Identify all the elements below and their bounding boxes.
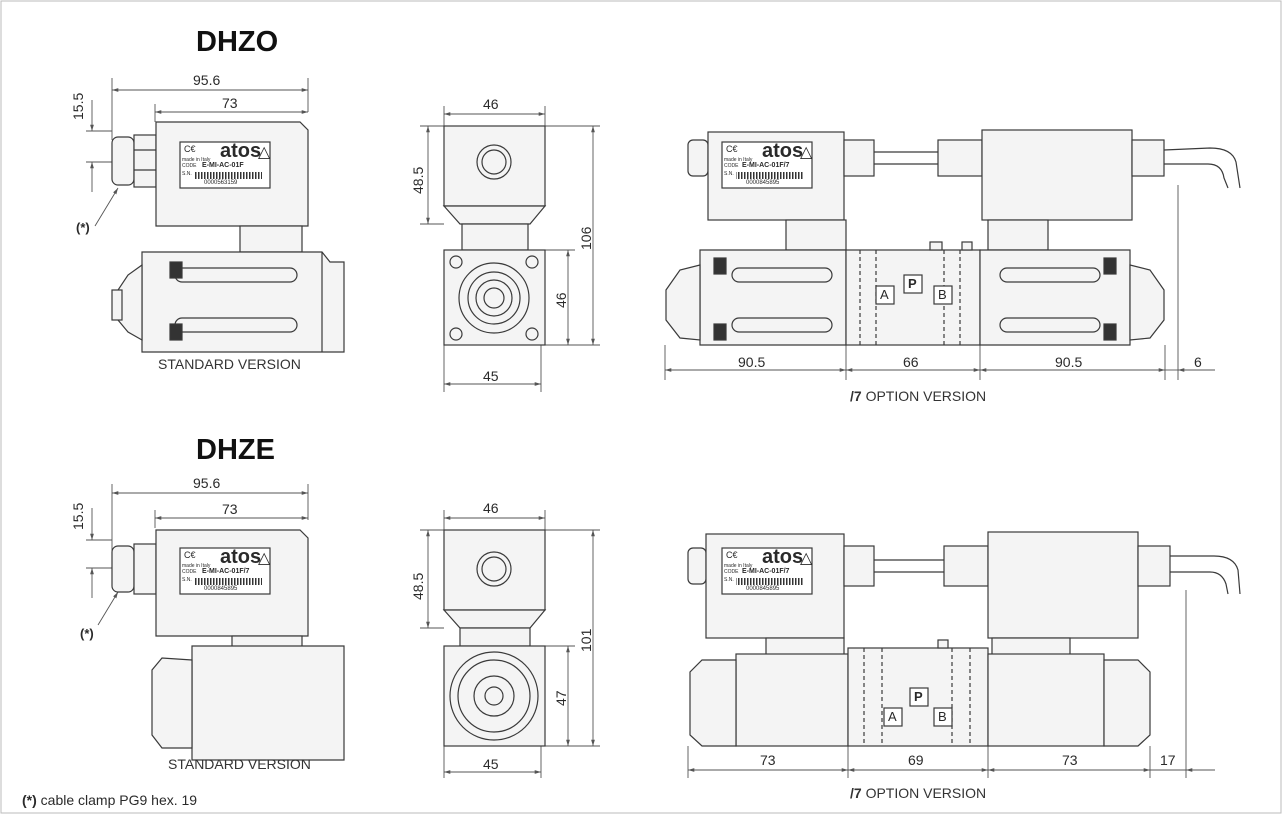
footnote-text: cable clamp PG9 hex. 19: [36, 792, 198, 808]
ce-mark: C€: [184, 550, 196, 560]
warning-icon: △: [800, 144, 813, 161]
made-in-label: made in Italy: [724, 157, 753, 163]
dim-option-right: 90.5: [1055, 354, 1083, 370]
caption-standard: STANDARD VERSION: [168, 756, 311, 772]
dim-option-extra: 6: [1194, 354, 1202, 370]
dim-option-extra: 17: [1160, 752, 1176, 768]
dim-coil-width: 73: [222, 95, 238, 111]
dhzo-option-view: [664, 129, 1241, 380]
asterisk-mark: (*): [76, 220, 90, 235]
dim-option-mid: 66: [903, 354, 919, 370]
dhze-standard-side-view: [86, 484, 345, 761]
code-tag: CODE: [182, 163, 197, 169]
dim-gland-offset: 15.5: [70, 502, 86, 530]
brand-atos: atos: [762, 140, 804, 162]
footnote-mark: (*): [22, 792, 37, 808]
code-tag: CODE: [724, 163, 739, 169]
ce-mark: C€: [726, 144, 738, 154]
brand-atos: atos: [762, 546, 804, 568]
option-prefix: /7: [850, 785, 862, 801]
dim-gland-offset: 15.5: [70, 92, 86, 120]
option-suffix: OPTION VERSION: [861, 388, 987, 404]
title-dhzo: DHZO: [196, 26, 279, 58]
caption-option: /7 OPTION VERSION: [850, 388, 986, 404]
dim-front-width-bottom: 45: [483, 756, 499, 772]
dim-body-height: 46: [553, 292, 569, 308]
title-dhze: DHZE: [196, 434, 275, 466]
dim-front-width-bottom: 45: [483, 368, 499, 384]
dim-option-mid: 69: [908, 752, 924, 768]
port-p: P: [914, 689, 923, 704]
dhzo-standard-side-view: [86, 78, 345, 353]
dim-option-right: 73: [1062, 752, 1078, 768]
code-tag: CODE: [182, 569, 197, 575]
dim-total-height: 101: [578, 628, 594, 652]
warning-icon: △: [800, 550, 813, 567]
port-a: A: [888, 709, 897, 724]
product-code: E-MI-AC-01F/7: [742, 162, 790, 169]
dim-total-height: 106: [578, 226, 594, 250]
made-in-label: made in Italy: [182, 157, 211, 163]
dhzo-front-view: [420, 106, 600, 392]
sn-tag: S.N.: [724, 577, 734, 583]
option-prefix: /7: [850, 388, 862, 404]
dhze-option-view: [687, 531, 1241, 778]
product-code: E-MI-AC-01F: [202, 162, 244, 169]
dim-option-left: 90.5: [738, 354, 766, 370]
product-code: E-MI-AC-01F/7: [742, 568, 790, 575]
warning-icon: △: [258, 550, 271, 567]
ce-mark: C€: [726, 550, 738, 560]
product-code: E-MI-AC-01F/7: [202, 568, 250, 575]
serial-number: 0000845895: [204, 586, 238, 592]
brand-atos: atos: [220, 546, 262, 568]
serial-number: 0000845895: [746, 180, 780, 186]
dim-front-width-top: 46: [483, 96, 499, 112]
port-b: B: [938, 709, 947, 724]
sn-tag: S.N.: [724, 171, 734, 177]
serial-number: 0000563159: [204, 180, 238, 186]
code-tag: CODE: [724, 569, 739, 575]
port-p: P: [908, 276, 917, 291]
warning-icon: △: [258, 144, 271, 161]
ce-mark: C€: [184, 144, 196, 154]
sn-tag: S.N.: [182, 577, 192, 583]
dim-coil-height: 48.5: [410, 166, 426, 194]
made-in-label: made in Italy: [724, 563, 753, 569]
caption-standard: STANDARD VERSION: [158, 356, 301, 372]
dim-overall-width: 95.6: [193, 72, 221, 88]
dim-option-left: 73: [760, 752, 776, 768]
caption-option: /7 OPTION VERSION: [850, 785, 986, 801]
barcode-marks: [194, 172, 804, 585]
dim-overall-width: 95.6: [193, 475, 221, 491]
brand-atos: atos: [220, 140, 262, 162]
dim-front-width-top: 46: [483, 500, 499, 516]
dim-coil-height: 48.5: [410, 572, 426, 600]
serial-number: 0000845895: [746, 586, 780, 592]
port-b: B: [938, 287, 947, 302]
option-suffix: OPTION VERSION: [861, 785, 987, 801]
port-a: A: [880, 287, 889, 302]
dim-body-height: 47: [553, 690, 569, 706]
dhze-front-view: [420, 510, 600, 778]
footnote: (*) cable clamp PG9 hex. 19: [22, 792, 197, 808]
sn-tag: S.N.: [182, 171, 192, 177]
dim-coil-width: 73: [222, 501, 238, 517]
asterisk-mark: (*): [80, 626, 94, 641]
made-in-label: made in Italy: [182, 563, 211, 569]
